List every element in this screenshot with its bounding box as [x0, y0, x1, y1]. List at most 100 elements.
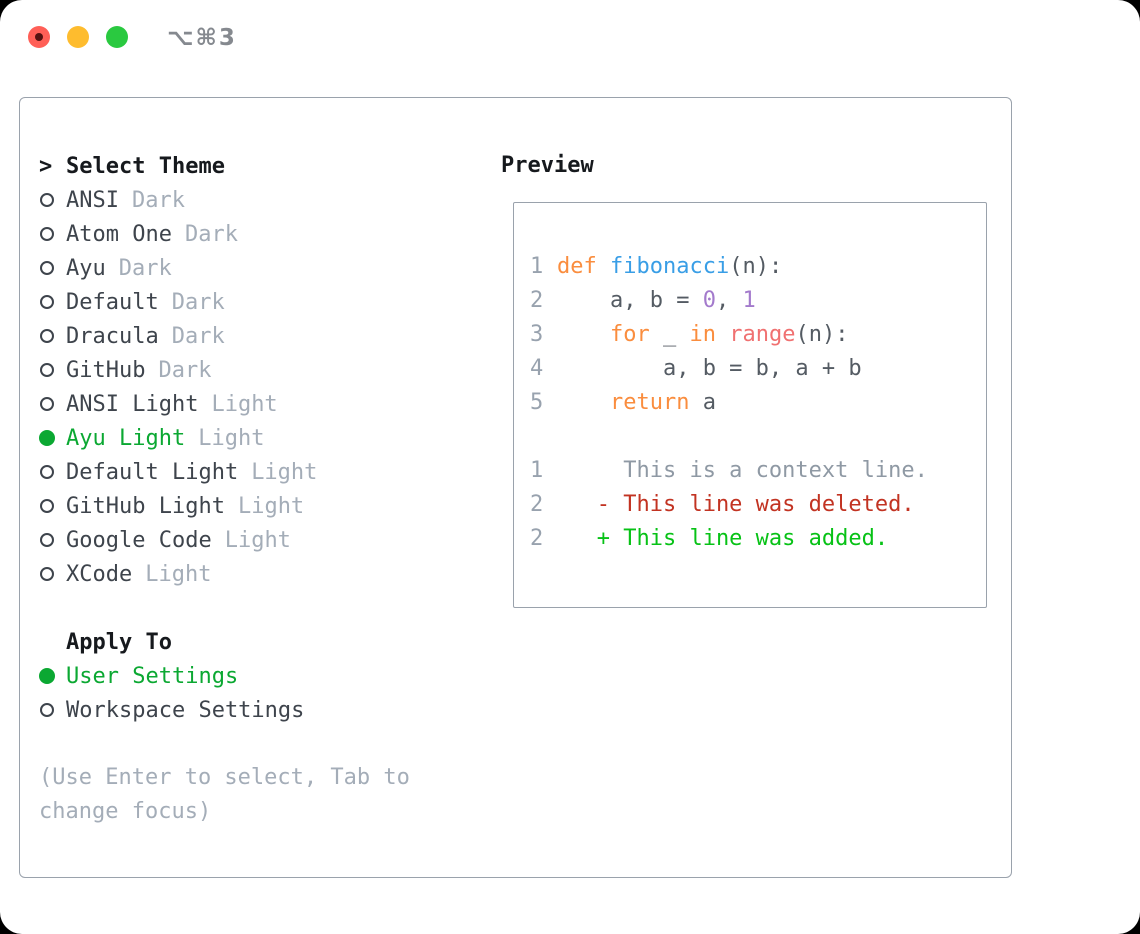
theme-variant: Light: [251, 459, 318, 485]
theme-name: GitHub Light: [66, 493, 225, 519]
theme-variant: Dark: [171, 323, 225, 349]
preview-label: Preview: [501, 153, 594, 178]
radio-unselected-icon: [40, 363, 54, 377]
radio-cell: [39, 295, 66, 309]
apply-option-workspace-settings[interactable]: Workspace Settings: [39, 693, 304, 727]
theme-option-dracula[interactable]: Dracula Dark: [39, 319, 317, 353]
hint-line-1: (Use Enter to select, Tab to: [39, 765, 410, 790]
apply-option-user-settings[interactable]: User Settings: [39, 659, 304, 693]
apply-option-label: Workspace Settings: [66, 697, 305, 723]
radio-cell: [39, 499, 66, 513]
theme-name: Google Code: [66, 527, 212, 553]
zoom-button[interactable]: [106, 26, 128, 48]
radio-unselected-icon: [40, 499, 54, 513]
code-segment: - This line was deleted.: [557, 492, 915, 517]
radio-unselected-icon: [40, 193, 54, 207]
close-button-dot-icon: [35, 33, 43, 41]
theme-variant: Light: [237, 493, 305, 519]
window-title: ⌥⌘3: [167, 25, 237, 51]
radio-cell: [39, 397, 66, 411]
theme-variant: Light: [224, 527, 291, 553]
theme-option-github-light[interactable]: GitHub Light Light: [39, 489, 317, 523]
radio-unselected-icon: [40, 295, 54, 309]
apply-option-label: User Settings: [66, 663, 239, 689]
radio-cell: [39, 363, 66, 377]
code-segment: for: [609, 322, 650, 347]
preview-line-7: 1 This is a context line.: [530, 454, 928, 488]
hint-line-2: change focus): [39, 799, 212, 824]
theme-name: Default: [66, 289, 159, 315]
code-segment: + This line was added.: [557, 526, 889, 551]
radio-unselected-icon: [40, 465, 54, 479]
preview-line-9: 2 + This line was added.: [530, 522, 928, 556]
close-button[interactable]: [28, 26, 50, 48]
theme-name: ANSI Light: [66, 391, 199, 417]
radio-cell: [39, 261, 66, 275]
preview-line-6: [530, 420, 928, 454]
theme-name: ANSI: [66, 187, 119, 213]
theme-variant: Light: [145, 561, 212, 587]
line-number: 4: [530, 356, 544, 381]
code-segment: (n):: [729, 254, 783, 279]
radio-unselected-icon: [40, 567, 54, 581]
radio-selected-icon: [39, 668, 55, 684]
radio-cell: [39, 567, 66, 581]
radio-cell: [39, 193, 66, 207]
code-segment: [597, 254, 610, 279]
preview-line-2: 2 a, b = 0, 1: [530, 284, 928, 318]
code-segment: 1: [742, 288, 756, 313]
radio-unselected-icon: [40, 703, 54, 717]
radio-cell: [39, 430, 66, 446]
preview-line-8: 2 - This line was deleted.: [530, 488, 928, 522]
line-number: 2: [530, 288, 544, 313]
hint-text: (Use Enter to select, Tab to change focu…: [39, 761, 410, 829]
radio-unselected-icon: [40, 329, 54, 343]
code-segment: return: [609, 390, 690, 415]
radio-unselected-icon: [40, 227, 54, 241]
theme-list-header-row: > Select Theme: [39, 149, 317, 183]
code-segment: [716, 322, 729, 347]
radio-unselected-icon: [40, 533, 54, 547]
preview-line-3: 3 for _ in range(n):: [530, 318, 928, 352]
radio-unselected-icon: [40, 397, 54, 411]
radio-cell: [39, 703, 66, 717]
theme-name: Ayu: [66, 255, 106, 281]
theme-name: Atom One: [66, 221, 172, 247]
code-segment: This is a context line.: [557, 458, 928, 483]
preview-line-5: 5 return a: [530, 386, 928, 420]
radio-cell: [39, 668, 66, 684]
theme-option-atom-one[interactable]: Atom One Dark: [39, 217, 317, 251]
theme-variant: Dark: [184, 221, 238, 247]
radio-selected-icon: [39, 430, 55, 446]
line-number: 1: [530, 458, 544, 483]
code-segment: a: [689, 390, 716, 415]
apply-to-title: Apply To: [66, 629, 172, 655]
line-number: 2: [530, 492, 544, 517]
code-segment: def: [557, 254, 597, 279]
code-segment: [557, 322, 610, 347]
theme-option-google-code[interactable]: Google Code Light: [39, 523, 317, 557]
radio-cell: [39, 227, 66, 241]
line-number: 5: [530, 390, 544, 415]
theme-name: Dracula: [66, 323, 159, 349]
code-segment: _: [649, 322, 690, 347]
theme-list-title: Select Theme: [66, 153, 225, 179]
radio-cell: [39, 329, 66, 343]
minimize-button[interactable]: [67, 26, 89, 48]
code-segment: a, b = b, a + b: [557, 356, 862, 381]
cursor-icon: >: [39, 153, 53, 179]
